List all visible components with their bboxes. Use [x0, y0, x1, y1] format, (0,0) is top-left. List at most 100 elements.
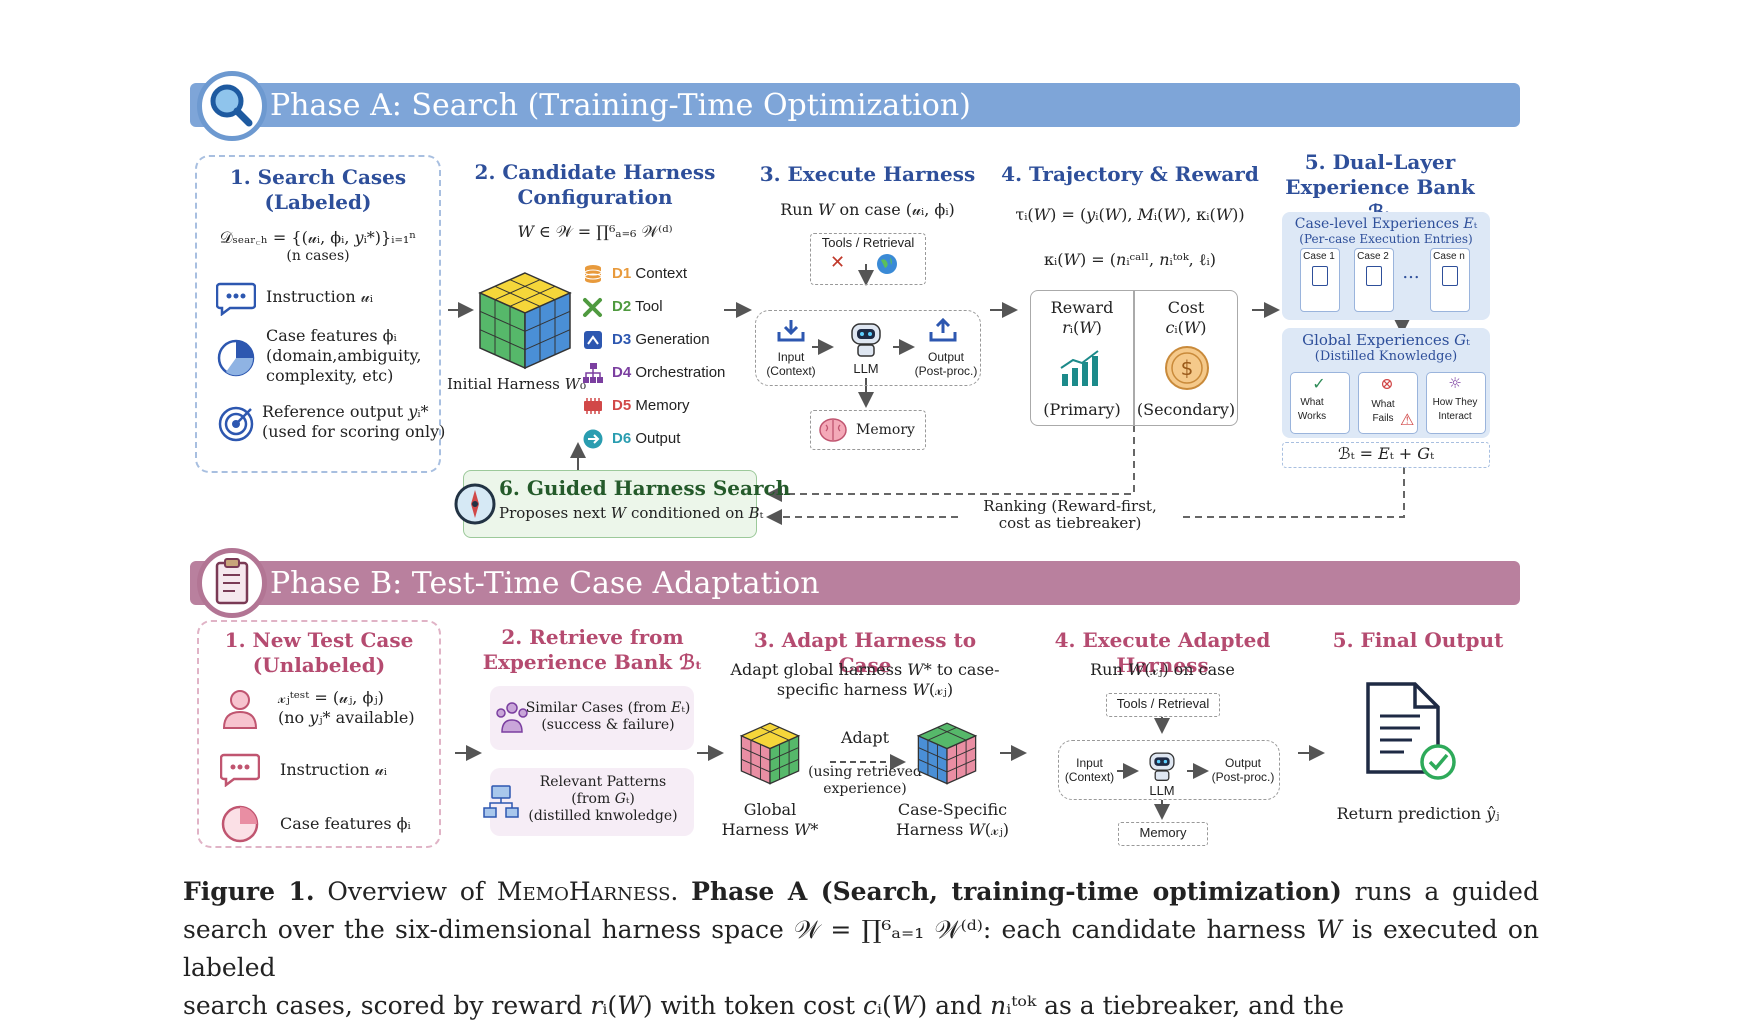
new-test-case-box — [197, 620, 441, 848]
b-input-label: Input(Context) — [1064, 756, 1115, 784]
dim-d6: D6 Output — [582, 422, 742, 455]
hierarchy-icon — [583, 362, 603, 383]
document-icon — [1312, 266, 1328, 286]
cross-icon: ⊗ — [1380, 374, 1394, 393]
clipboard-icon — [197, 548, 267, 618]
bar-growth-icon — [1060, 350, 1099, 386]
ranking-label: Ranking (Reward-first, cost as tiebreake… — [960, 498, 1180, 532]
execute-adapted-title: 4. Execute Adapted Harness — [1054, 628, 1271, 677]
robot-icon — [851, 323, 881, 357]
lightbulb-icon: ☼ — [1448, 374, 1462, 392]
person-icon — [222, 690, 258, 729]
dim-d5: D5 Memory — [582, 389, 742, 422]
test-case-formula: 𝓍ⱼᵗᵉˢᵗ = (𝓊ⱼ, ϕⱼ) (no 𝑦ⱼ* available) — [278, 688, 415, 727]
chat-bubble-icon — [220, 753, 260, 787]
case-card-1-label: Case 1 — [1303, 251, 1335, 262]
case-card-2-label: Case 2 — [1357, 251, 1389, 262]
globe-icon — [877, 254, 897, 274]
b-tools-box — [1106, 693, 1220, 717]
database-icon — [584, 264, 602, 283]
candidate-harness-title: 2. Candidate Harness Configuration — [474, 160, 716, 209]
search-cases-box — [195, 155, 441, 473]
case-card-2 — [1354, 248, 1394, 312]
b-llm-label: LLM — [1149, 783, 1175, 798]
warning-icon: ⚠ — [1400, 410, 1415, 429]
b-memory-box — [1118, 822, 1208, 846]
target-icon — [218, 406, 254, 442]
adapt-desc: Adapt global harness 𝑊* to case- specifi… — [730, 660, 1000, 699]
dim-d2: D2 Tool — [582, 290, 742, 323]
cost-block: Cost 𝑐ᵢ(𝑊) — [1165, 298, 1207, 337]
harness-space-formula: 𝑊 ∈ 𝒲 = ∏⁶ₐ₌₆ 𝒲⁽ᵈ⁾ — [517, 222, 673, 241]
relevant-patterns-box — [490, 768, 694, 836]
network-icon — [483, 785, 519, 818]
phase-b-title: Phase B: Test-Time Case Adaptation — [270, 565, 820, 601]
case-level-label: Case-level Experiences 𝐸ₜ — [1294, 216, 1478, 232]
initial-harness-label: Initial Harness 𝑊₀ — [447, 375, 587, 393]
case-card-n — [1430, 248, 1470, 312]
similar-cases-box — [490, 686, 694, 750]
wrench-icon — [583, 297, 602, 317]
case-card-n-label: Case n — [1433, 251, 1465, 262]
kappa-formula: κᵢ(𝑊) = (𝑛ᵢᶜᵃˡˡ, 𝑛ᵢᵗᵒᵏ, ℓᵢ) — [1044, 250, 1216, 269]
trajectory-reward-title: 4. Trajectory & Reward — [1001, 162, 1259, 186]
output-arrow-icon — [583, 429, 603, 448]
how-interact-card — [1426, 372, 1486, 434]
memory-chip-icon — [584, 397, 602, 414]
reward-cost-divider — [1133, 290, 1135, 426]
global-label: Global Experiences 𝐺ₜ — [1302, 331, 1470, 349]
caption-system-name: MemoHarness — [496, 877, 671, 906]
global-note: (Distilled Knowledge) — [1314, 349, 1458, 364]
specific-cube-icon — [916, 722, 978, 785]
memory-label: Memory — [856, 422, 915, 438]
adapt-arrow-note: (using retrieved experience) — [808, 764, 922, 797]
guided-search-title: 6. Guided Harness Search — [499, 476, 791, 500]
dim-d1: D1 Context — [582, 257, 742, 290]
dimension-list: D1 Context D2 Tool D3 Generation D4 Orch… — [582, 257, 742, 455]
caption-label: Figure 1. — [183, 877, 315, 906]
execute-run-text: Run 𝑊 on case (𝓊ᵢ, ϕᵢ) — [780, 200, 955, 219]
dim-d3: D3 Generation — [582, 323, 742, 356]
memory-box — [810, 410, 926, 450]
guided-search-box — [463, 470, 757, 538]
return-prediction-label: Return prediction 𝑦̂ⱼ — [1336, 804, 1500, 823]
what-fails-card — [1358, 372, 1418, 434]
input-tray-icon — [777, 320, 805, 342]
svg-text:$: $ — [1181, 356, 1194, 380]
cost-secondary: (Secondary) — [1136, 400, 1236, 419]
connector-layer — [448, 264, 1410, 820]
check-icon: ✓ — [1312, 374, 1326, 393]
output-tray-icon — [929, 318, 957, 342]
execution-pipeline-box — [755, 310, 981, 386]
search-cases-title: 1. Search Cases (Labeled) — [229, 165, 407, 214]
b-pipeline-box — [1058, 740, 1280, 800]
adapt-title: 3. Adapt Harness to Case — [753, 628, 977, 677]
phase-a-banner: Phase A: Search (Training-Time Optimizat… — [190, 83, 1520, 127]
document-icon — [1442, 266, 1458, 286]
harness-cube-icon — [478, 272, 572, 370]
figure-caption: Figure 1. Overview of MemoHarness. Phase… — [183, 877, 1539, 1020]
new-test-case-title: 1. New Test Case (Unlabeled) — [224, 628, 414, 677]
relevant-patterns-label: Relevant Patterns (from 𝐺ₜ) (distilled k… — [528, 774, 678, 824]
input-label: Input(Context) — [766, 350, 816, 378]
case-ellipsis: ... — [1402, 262, 1420, 283]
b-output-label: Output(Post-proc.) — [1211, 756, 1275, 784]
b-features-label: Case features ϕᵢ — [280, 814, 411, 833]
pie-chart-icon — [221, 805, 259, 843]
bank-formula-box — [1282, 442, 1490, 468]
retrieve-title: 2. Retrieve from Experience Bank ℬₜ — [482, 625, 703, 674]
output-label: Output(Post-proc.) — [914, 350, 978, 378]
similar-cases-label: Similar Cases (from 𝐸ₜ) (success & failu… — [525, 700, 691, 733]
tools-retrieval-label: Tools / Retrieval — [821, 235, 915, 250]
search-set-formula: 𝒟ₛₑₐᵣ꜀ₕ = {(𝓊ᵢ, ϕᵢ, 𝑦ᵢ*)}ᵢ₌₁ⁿ (n cases) — [219, 228, 417, 264]
b-memory-label: Memory — [1139, 825, 1187, 840]
b-instruction-label: Instruction 𝓊ᵢ — [280, 760, 387, 779]
pie-chart-icon — [217, 339, 255, 377]
guided-search-sub: Proposes next 𝑊 conditioned on 𝐵ₜ — [499, 504, 764, 522]
reference-output: Reference output 𝑦ᵢ* (used for scoring o… — [262, 402, 446, 441]
global-harness-label: Global Harness 𝑊* — [721, 800, 819, 839]
dollar-coin-icon: $ — [1165, 346, 1209, 390]
